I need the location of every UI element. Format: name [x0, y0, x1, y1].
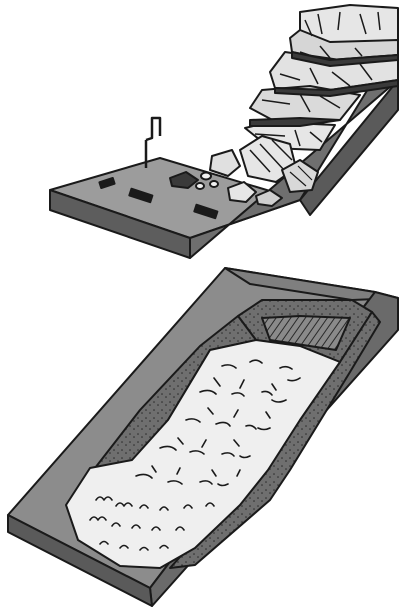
mudflow-panel: [8, 268, 398, 606]
boulder: [210, 150, 240, 176]
pebble: [210, 181, 218, 187]
pebble: [201, 173, 211, 180]
signpost-sign: [146, 118, 160, 140]
pebble: [196, 183, 204, 189]
rockfall-panel: [50, 5, 398, 258]
